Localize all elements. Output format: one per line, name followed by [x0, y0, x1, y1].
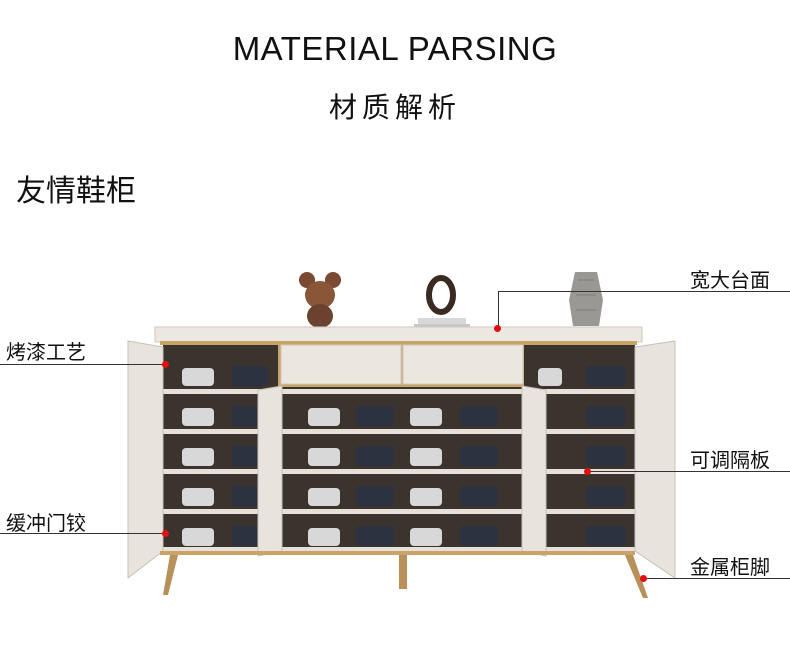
callout-dot-paint-process — [162, 361, 169, 368]
title-english: MATERIAL PARSING — [232, 30, 558, 67]
callout-dot-metal-legs — [640, 575, 647, 582]
cabinet-doors — [127, 340, 676, 580]
callout-line-adjustable-shelf — [588, 471, 790, 472]
vase — [569, 272, 603, 326]
callout-paint-process: 烤漆工艺 — [6, 340, 86, 364]
callout-dot-adjustable-shelf — [584, 468, 591, 475]
callout-dot-top-surface — [494, 325, 501, 332]
callout-dot-soft-close-hinge — [162, 530, 169, 537]
callout-soft-close-hinge: 缓冲门铰 — [6, 511, 86, 535]
ring-sculpture — [414, 275, 470, 328]
product-name: 友情鞋柜 — [16, 174, 136, 209]
bear-figurine — [299, 272, 341, 328]
callout-metal-legs: 金属柜脚 — [690, 555, 770, 579]
metal-legs — [163, 555, 648, 598]
callout-line-paint-process — [0, 364, 165, 365]
callout-line-soft-close-hinge — [0, 533, 166, 534]
callout-line-top-surface-vertical — [498, 291, 499, 329]
callout-line-top-surface — [498, 291, 790, 292]
callout-line-metal-legs — [644, 578, 790, 579]
callout-top-surface: 宽大台面 — [690, 268, 770, 292]
callout-adjustable-shelf: 可调隔板 — [690, 448, 770, 472]
title-chinese: 材质解析 — [328, 91, 461, 124]
